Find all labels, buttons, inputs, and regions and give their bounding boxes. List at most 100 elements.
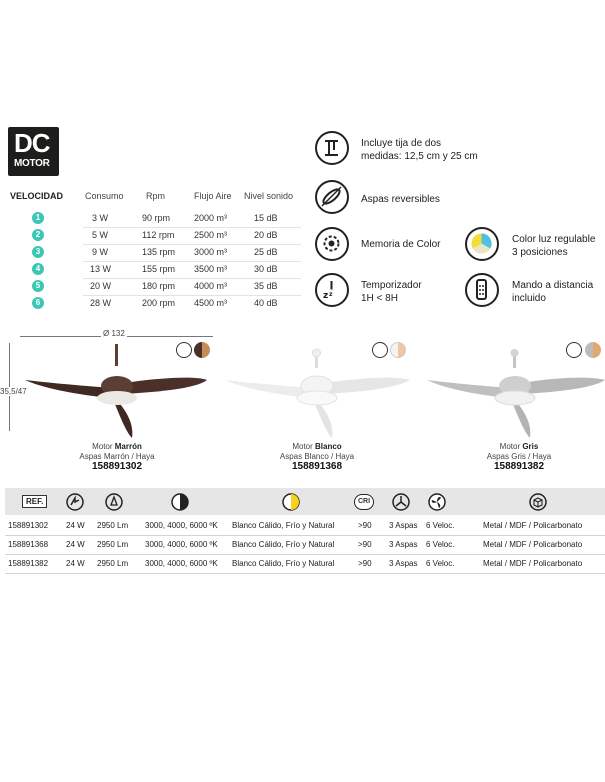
feature-line: Incluye tija de dos — [361, 138, 442, 149]
color-memory-icon — [315, 227, 349, 261]
material-box-icon — [529, 493, 547, 511]
row-divider — [5, 573, 605, 574]
spec-speeds: 6 Veloc. — [426, 521, 455, 530]
blades-icon — [392, 493, 410, 511]
cell-rpm: 155 rpm — [142, 264, 176, 274]
feature-line: Aspas reversibles — [361, 194, 440, 205]
cell-rpm: 180 rpm — [142, 281, 176, 291]
feature-line: Memoria de Color — [361, 239, 441, 250]
reversible-blades-icon — [566, 342, 582, 358]
row-divider — [83, 227, 301, 228]
spec-power: 24 W — [66, 540, 85, 549]
cell-flujo: 4000 m³ — [194, 281, 228, 291]
blades-color: Gris / Haya — [511, 452, 552, 461]
spec-material: Metal / MDF / Policarbonato — [483, 540, 583, 549]
spec-lumen: 2950 Lm — [97, 540, 129, 549]
feature-line: Mando a distancia — [512, 280, 594, 291]
table-row: 5 20 W 180 rpm 4000 m³ 35 dB — [8, 280, 308, 296]
table-row: 3 9 W 135 rpm 3000 m³ 25 dB — [8, 246, 308, 262]
svg-text:z: z — [329, 291, 333, 298]
feature-line: medidas: 12,5 cm y 25 cm — [361, 151, 478, 162]
row-divider — [83, 244, 301, 245]
reversible-blades-icon — [315, 180, 349, 214]
feature-timer-text: Temporizador 1H < 8H — [361, 279, 422, 305]
feature-memory-text: Memoria de Color — [361, 238, 440, 251]
spec-ref: 158891302 — [8, 521, 49, 530]
table-row: 1 3 W 90 rpm 2000 m³ 15 dB — [8, 212, 308, 228]
feature-remote-text: Mando a distancia incluido — [512, 279, 593, 305]
speed-number-badge: 2 — [32, 229, 44, 241]
feature-line: incluido — [512, 293, 546, 304]
timer-icon: z z — [315, 273, 349, 307]
spec-header-bar: REF. CRI — [5, 488, 605, 515]
feature-line: 3 posiciones — [512, 247, 568, 258]
cell-rpm: 200 rpm — [142, 298, 176, 308]
spec-blades: 3 Aspas — [389, 559, 418, 568]
light-bulb-icon — [105, 493, 123, 511]
cell-sonido: 20 dB — [254, 230, 278, 240]
cell-consumo: 5 W — [92, 230, 109, 240]
cell-flujo: 2500 m³ — [194, 230, 228, 240]
table-row: 2 5 W 112 rpm 2500 m³ 20 dB — [8, 229, 308, 245]
header-consumo: Consumo — [85, 191, 124, 201]
spec-kelvin: 3000, 4000, 6000 ºK — [145, 559, 218, 568]
badge-motor: MOTOR — [14, 158, 50, 169]
color-light-icon — [465, 227, 499, 261]
table-row: 158891302 24 W 2950 Lm 3000, 4000, 6000 … — [0, 518, 605, 534]
spec-cri: >90 — [358, 521, 372, 530]
cell-sonido: 40 dB — [254, 298, 278, 308]
swatch-group-brown — [176, 342, 210, 359]
row-divider — [5, 535, 605, 536]
speed-number-badge: 3 — [32, 246, 44, 258]
motor-prefix: Motor — [292, 442, 315, 451]
fan-ref: 158891302 — [91, 461, 143, 472]
downrod-icon — [315, 131, 349, 165]
feature-line: Color luz regulable — [512, 234, 596, 245]
fan-image-grey — [427, 349, 605, 438]
speed-number-badge: 1 — [32, 212, 44, 224]
swatch-group-grey — [566, 342, 604, 359]
cell-consumo: 9 W — [92, 247, 109, 257]
spec-lumen: 2950 Lm — [97, 559, 129, 568]
spec-blades: 3 Aspas — [389, 540, 418, 549]
cell-consumo: 20 W — [90, 281, 112, 291]
row-divider — [5, 554, 605, 555]
blades-color: Blanco / Haya — [304, 452, 355, 461]
cell-rpm: 112 rpm — [142, 230, 175, 240]
swatch-group-white — [372, 342, 406, 359]
table-row: 6 28 W 200 rpm 4500 m³ 40 dB — [8, 297, 308, 313]
spec-speeds: 6 Veloc. — [426, 559, 455, 568]
color-swatch-icon — [194, 342, 210, 358]
fan-image-white — [225, 348, 410, 438]
reversible-blades-icon — [176, 342, 192, 358]
spec-lumen: 2950 Lm — [97, 521, 129, 530]
header-flujo: Flujo Aire — [194, 191, 232, 201]
feature-line: Temporizador — [361, 280, 422, 291]
spec-light: Blanco Cálido, Frío y Natural — [232, 540, 335, 549]
reversible-blades-icon — [372, 342, 388, 358]
fan-ref: 158891368 — [291, 461, 343, 472]
height-label: 35,5/47 — [0, 387, 27, 396]
spec-power: 24 W — [66, 559, 85, 568]
spec-material: Metal / MDF / Policarbonato — [483, 521, 583, 530]
color-swatch-icon — [585, 342, 601, 358]
blades-color: Marrón / Haya — [103, 452, 155, 461]
spec-cri: >90 — [358, 540, 372, 549]
row-divider — [83, 261, 301, 262]
speed-number-badge: 4 — [32, 263, 44, 275]
cell-consumo: 28 W — [90, 298, 112, 308]
color-swatch-icon — [390, 342, 406, 358]
feature-color-light-text: Color luz regulable 3 posiciones — [512, 233, 595, 259]
cell-consumo: 3 W — [92, 213, 109, 223]
fan-ref: 158891382 — [493, 461, 545, 472]
fan-caption-white: Motor Blanco Aspas Blanco / Haya 1588913… — [242, 442, 392, 472]
cell-consumo: 13 W — [90, 264, 112, 274]
cell-sonido: 35 dB — [254, 281, 278, 291]
cell-sonido: 25 dB — [254, 247, 278, 257]
motor-prefix: Motor — [92, 442, 115, 451]
cell-flujo: 3000 m³ — [194, 247, 228, 257]
speed-number-badge: 5 — [32, 280, 44, 292]
spec-cri: >90 — [358, 559, 372, 568]
cell-sonido: 15 dB — [254, 213, 278, 223]
cell-sonido: 30 dB — [254, 264, 278, 274]
